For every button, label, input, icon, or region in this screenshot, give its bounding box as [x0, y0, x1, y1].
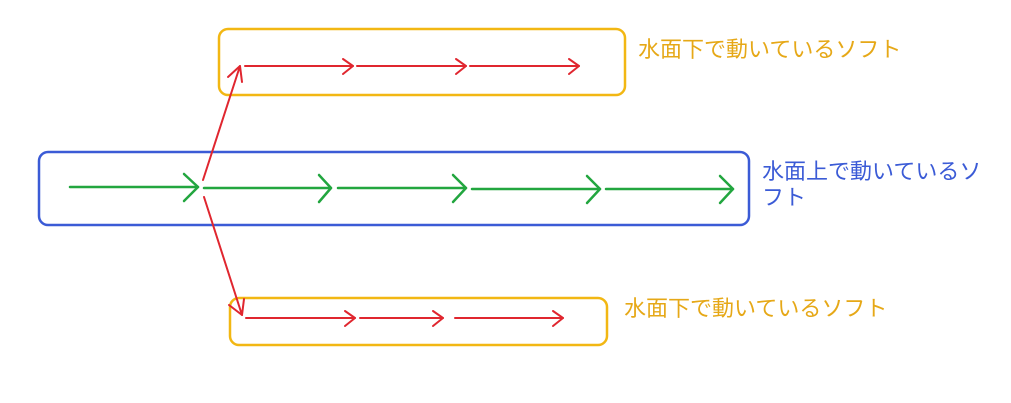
upper-underwater-label: 水面下で動いているソフト: [638, 38, 902, 63]
upper-arrow-2: [356, 58, 467, 75]
surface-label: 水面上で動いているソフト: [762, 160, 982, 211]
branch-arrow-up: [202, 65, 243, 181]
surface-arrow-2: [202, 173, 333, 204]
upper-underwater-arrow-chain: [244, 58, 580, 75]
lower-arrow-3: [454, 310, 564, 327]
lower-arrow-2: [359, 310, 444, 327]
lower-underwater-arrow-chain: [245, 310, 564, 327]
lower-underwater-box: [228, 296, 609, 347]
lower-underwater-label: 水面下で動いているソフト: [624, 297, 888, 322]
upper-arrow-1: [244, 58, 354, 75]
surface-arrow-5: [604, 174, 735, 205]
upper-underwater-box: [217, 27, 627, 97]
surface-arrow-chain: [68, 172, 735, 205]
lower-arrow-1: [245, 310, 356, 327]
upper-arrow-3: [469, 58, 580, 75]
surface-arrow-4: [470, 174, 602, 205]
branch-arrows: [202, 65, 245, 316]
surface-box: [37, 150, 751, 227]
surface-arrow-1: [68, 172, 200, 203]
branch-arrow-down: [203, 196, 245, 316]
surface-arrow-3: [336, 173, 468, 204]
